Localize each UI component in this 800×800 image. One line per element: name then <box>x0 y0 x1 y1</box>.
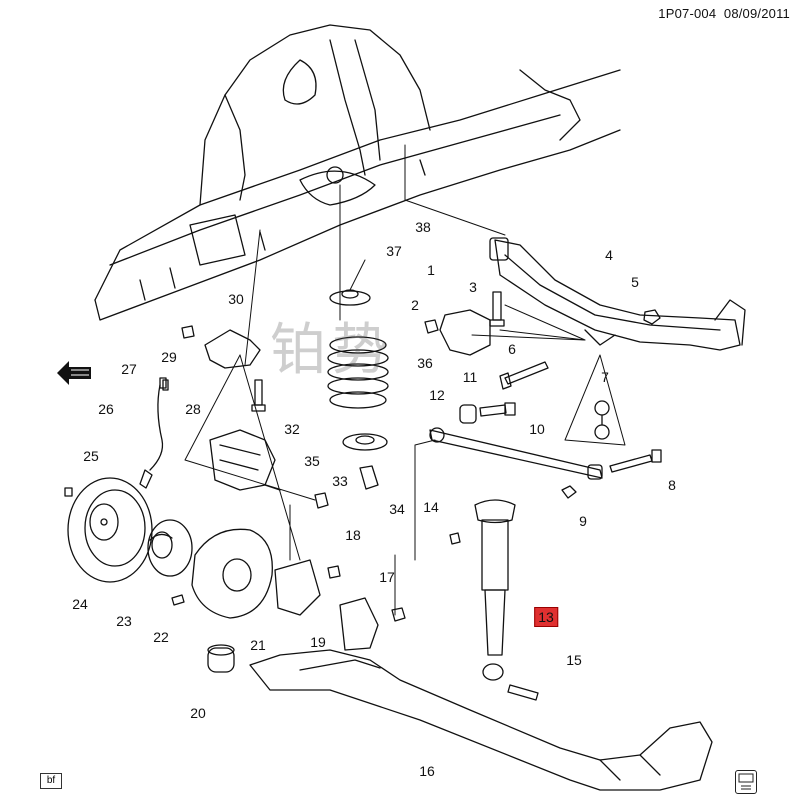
hub-bearing-23 <box>147 519 193 577</box>
callout-21: 21 <box>250 637 266 653</box>
diagram-date: 08/09/2011 <box>723 6 790 21</box>
nut-29 <box>181 325 195 339</box>
callout-33: 33 <box>332 473 348 489</box>
bumper-34 <box>359 465 379 490</box>
callout-38: 38 <box>415 219 431 235</box>
callout-25: 25 <box>83 448 99 464</box>
bolt-22 <box>171 594 185 606</box>
callout-20: 20 <box>190 705 206 721</box>
bolt-11 <box>479 402 516 417</box>
callout-17: 17 <box>379 569 395 585</box>
callout-27: 27 <box>121 361 137 377</box>
callout-9: 9 <box>579 513 587 529</box>
stabilizer-link-7 <box>594 400 610 440</box>
callout-13-highlight: 13 <box>534 607 558 627</box>
callout-24: 24 <box>72 596 88 612</box>
zoom-icon-glyph <box>738 773 754 790</box>
callout-19: 19 <box>310 634 326 650</box>
callout-28: 28 <box>185 401 201 417</box>
bolt-15 <box>507 684 539 701</box>
callout-8: 8 <box>668 477 676 493</box>
bolt-6 <box>499 361 549 390</box>
bushing-12 <box>459 404 477 424</box>
nut-9 <box>561 485 577 499</box>
lateral-rod-10 <box>429 427 603 480</box>
bracket-1 <box>439 309 491 356</box>
view-badge: bf <box>40 773 62 789</box>
callout-2: 2 <box>411 297 419 313</box>
zoom-icon[interactable] <box>735 770 757 794</box>
nut-2 <box>424 319 439 334</box>
coil-spring-36 <box>327 336 389 409</box>
bolt-17 <box>391 607 406 622</box>
callout-16: 16 <box>419 763 435 779</box>
bolt-8 <box>609 449 662 473</box>
caliper-28 <box>209 429 281 491</box>
bracket-30 <box>204 329 261 369</box>
bracket-19 <box>274 559 321 616</box>
bolt-27 <box>159 377 167 389</box>
backing-plate-21 <box>191 528 273 619</box>
callout-3: 3 <box>469 279 477 295</box>
bolt-18 <box>327 565 341 579</box>
callout-15: 15 <box>566 652 582 668</box>
leader-lines <box>184 144 626 616</box>
callout-35: 35 <box>304 453 320 469</box>
callout-36: 36 <box>417 355 433 371</box>
callout-10: 10 <box>529 421 545 437</box>
brake-rotor-24 <box>67 477 153 583</box>
callout-34: 34 <box>389 501 405 517</box>
insulator-35 <box>342 433 388 451</box>
callout-32: 32 <box>284 421 300 437</box>
callout-30: 30 <box>228 291 244 307</box>
callout-23: 23 <box>116 613 132 629</box>
callout-7: 7 <box>601 369 609 385</box>
callout-29: 29 <box>161 349 177 365</box>
bolt-32 <box>251 379 266 412</box>
callout-1: 1 <box>427 262 435 278</box>
header-code: 1P07-004 08/09/2011 <box>658 6 790 21</box>
insulator-37 <box>329 289 371 306</box>
nut-33 <box>314 492 329 509</box>
callout-12: 12 <box>429 387 445 403</box>
callout-26: 26 <box>98 401 114 417</box>
front-arrow-icon <box>57 361 91 385</box>
bolt-3 <box>489 291 505 327</box>
cross-member <box>489 237 746 351</box>
callout-18: 18 <box>345 527 361 543</box>
bolt-25 <box>64 487 73 497</box>
callout-11: 11 <box>462 369 478 385</box>
nut-5 <box>643 309 661 325</box>
body-frame <box>94 24 621 321</box>
shock-absorber-13 <box>474 499 516 681</box>
bushing-20 <box>207 644 235 673</box>
callout-6: 6 <box>508 341 516 357</box>
callout-5: 5 <box>631 274 639 290</box>
bolt-14 <box>449 532 461 545</box>
callout-22: 22 <box>153 629 169 645</box>
speed-sensor-26 <box>139 379 169 489</box>
diagram-code: 1P07-004 <box>658 6 717 21</box>
callout-37: 37 <box>386 243 402 259</box>
callout-14: 14 <box>423 499 439 515</box>
callout-4: 4 <box>605 247 613 263</box>
rear-axle-16 <box>249 597 713 791</box>
